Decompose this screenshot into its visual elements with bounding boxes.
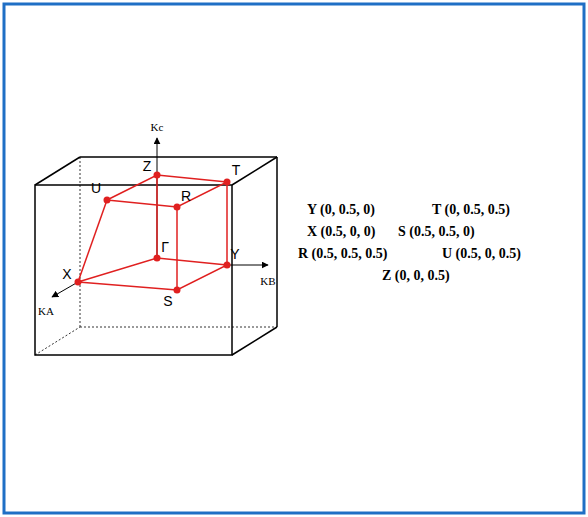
coordinate-text: U (0.5, 0, 0.5) <box>442 247 521 261</box>
point-label: R <box>181 189 191 203</box>
point-label: Y <box>230 247 239 261</box>
point-label: S <box>163 294 172 308</box>
high-symmetry-path <box>78 175 227 290</box>
point-label: Z <box>143 159 152 173</box>
point-label: Γ <box>161 240 169 254</box>
axis-label: KB <box>260 276 275 287</box>
coordinate-text: S (0.5, 0.5, 0) <box>398 225 475 239</box>
frame-border <box>4 4 584 513</box>
symmetry-points <box>75 172 231 294</box>
coordinate-text: T (0, 0.5, 0.5) <box>432 203 510 217</box>
axes <box>52 138 268 297</box>
point-label: U <box>91 181 101 195</box>
outer-cube <box>35 157 277 355</box>
point-label: X <box>62 267 71 281</box>
axis-label: Kc <box>151 122 164 133</box>
coordinate-text: Y (0, 0.5, 0) <box>307 203 375 217</box>
coordinate-text: X (0.5, 0, 0) <box>307 225 375 239</box>
coordinate-text: R (0.5, 0.5, 0.5) <box>298 247 387 261</box>
point-label: T <box>232 163 241 177</box>
coordinate-text: Z (0, 0, 0.5) <box>382 269 450 283</box>
axis-label: KA <box>38 306 54 317</box>
